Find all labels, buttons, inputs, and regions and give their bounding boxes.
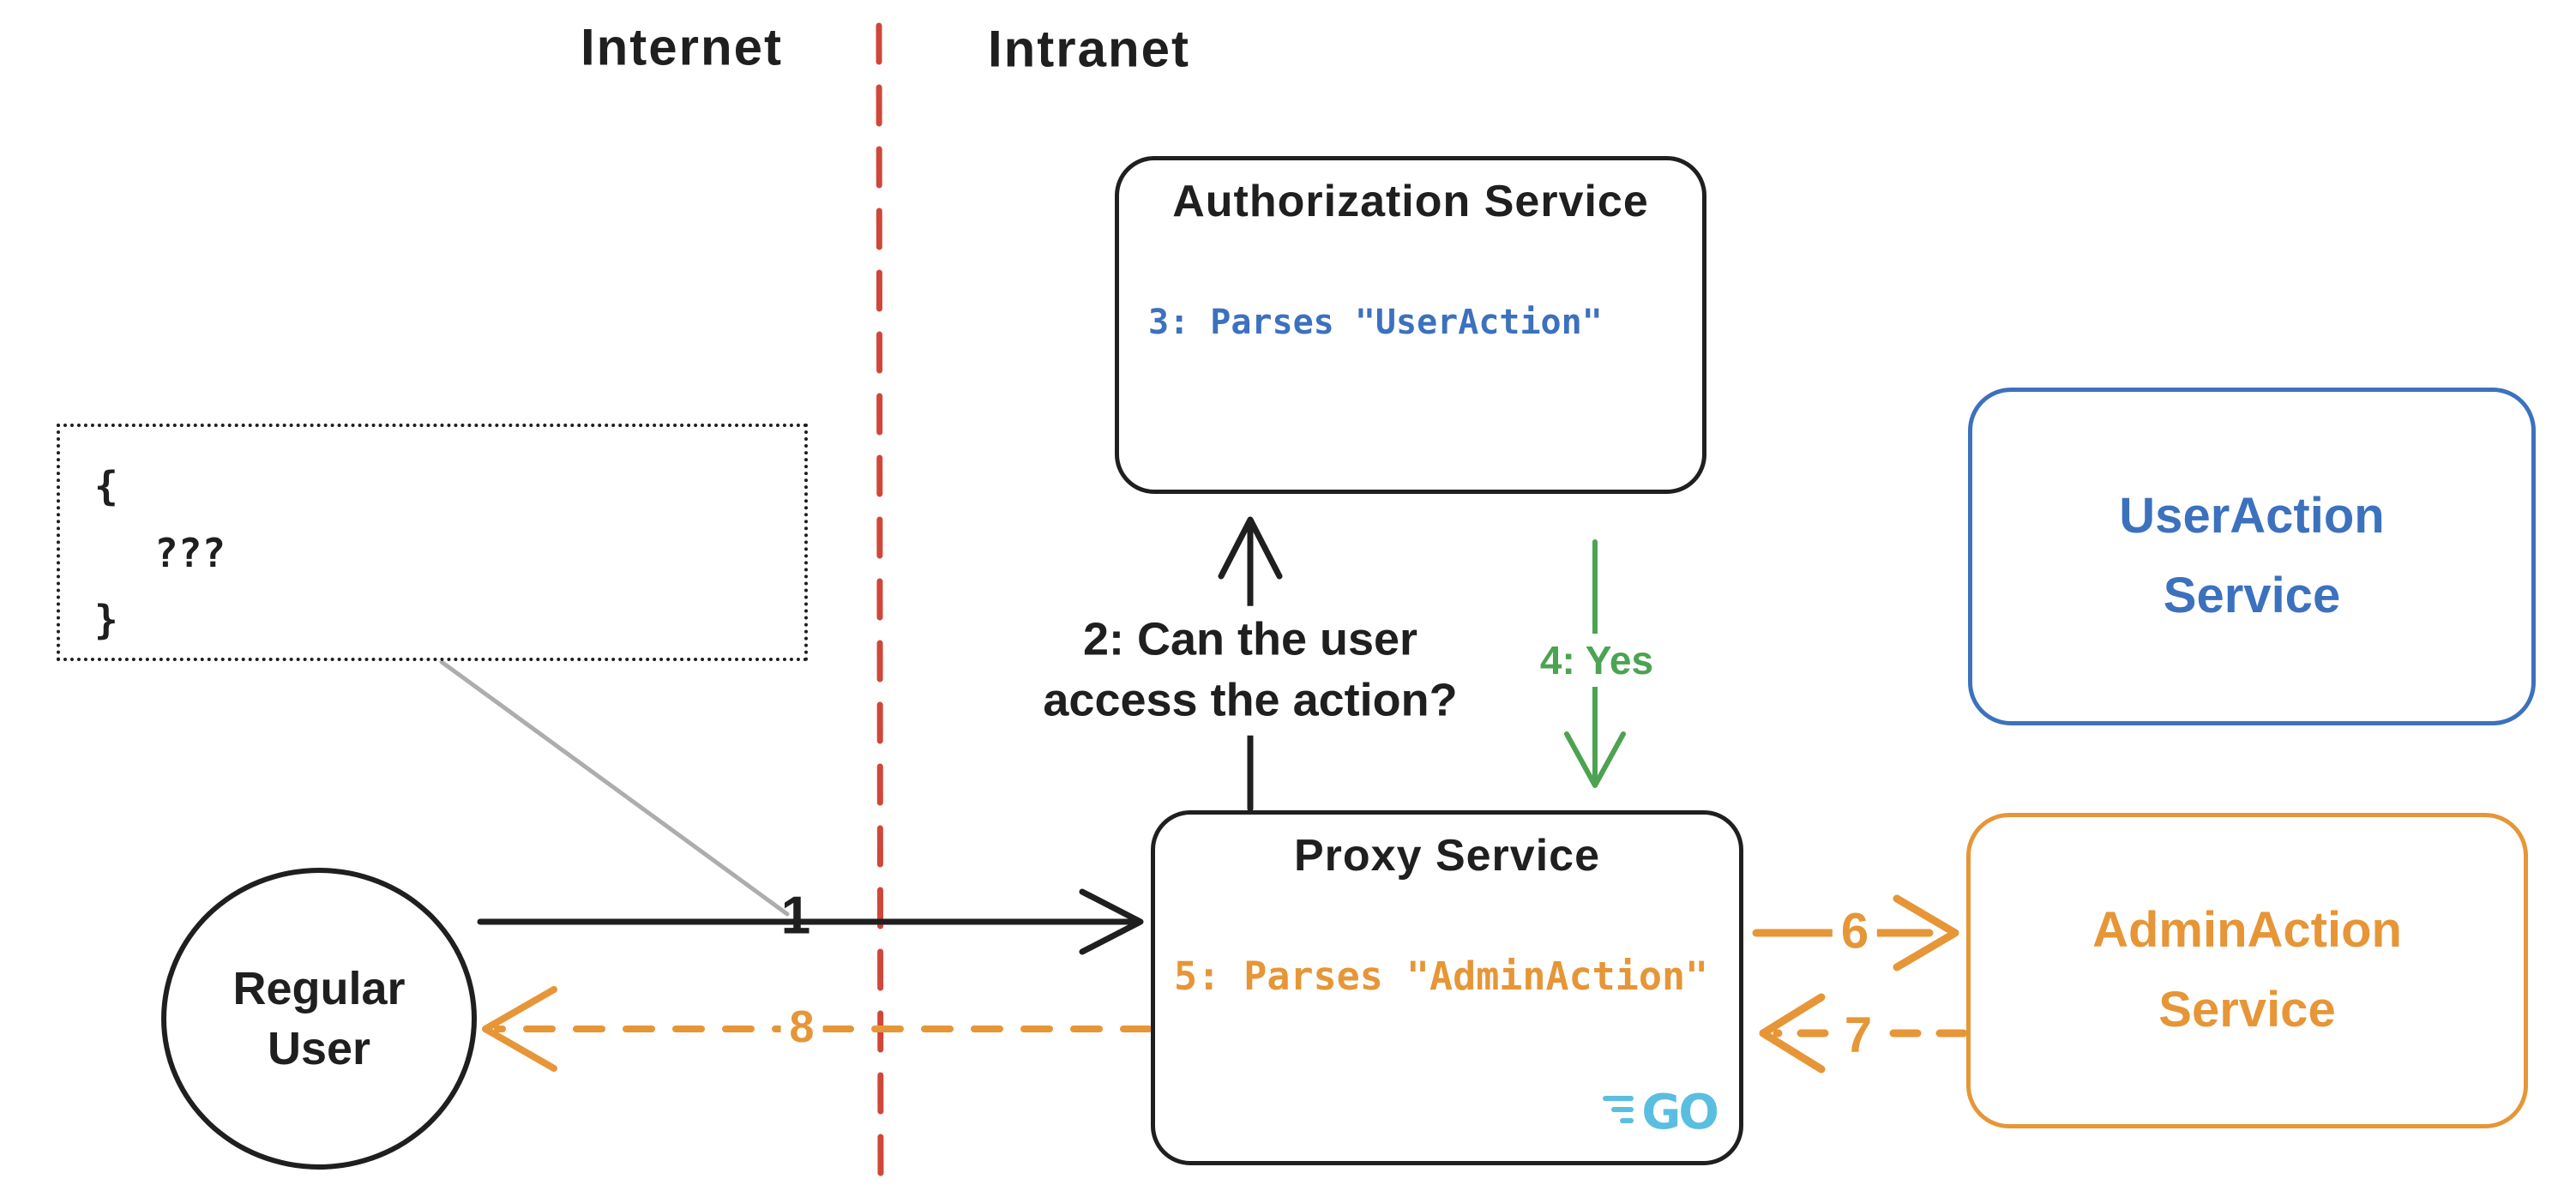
- arrow-2-label: 2: Can the user access the action?: [1029, 605, 1472, 736]
- authorization-step3-note: 3: Parses "UserAction": [1148, 303, 1603, 342]
- adminaction-service-title-line1: AdminAction: [2092, 902, 2402, 959]
- proxy-step5-note: 5: Parses "AdminAction": [1174, 953, 1709, 999]
- zone-divider-line: [876, 22, 884, 1185]
- arrow-7-label: 7: [1833, 1006, 1883, 1064]
- arrow-6-head: [1893, 894, 1959, 971]
- arrow-7-head: [1759, 993, 1826, 1074]
- authorization-service-box: Authorization Service 3: Parses "UserAct…: [1115, 156, 1706, 494]
- proxy-service-title: Proxy Service: [1293, 831, 1601, 881]
- go-logo-text: GO: [1641, 1085, 1719, 1140]
- arrow-2-label-line1: 2: Can the user: [1082, 613, 1418, 665]
- arrow-2-head: [1218, 516, 1283, 580]
- useraction-service-title-line1: UserAction: [2119, 488, 2385, 544]
- arrow-4-head: [1564, 731, 1626, 788]
- arrow-1-head: [1079, 888, 1144, 955]
- regular-user-label-line2: User: [267, 1023, 371, 1074]
- adminaction-service-title-line2: Service: [2158, 982, 2336, 1038]
- arrow-8-label: 8: [780, 1002, 823, 1053]
- arrow-4-label: 4: Yes: [1529, 634, 1664, 687]
- arrow-8-head: [482, 986, 557, 1072]
- adminaction-service-box: AdminAction Service: [1966, 813, 2528, 1128]
- payload-note-line: {: [94, 463, 118, 509]
- go-logo: GO: [1603, 1085, 1719, 1140]
- arrow-2-label-line2: access the action?: [1043, 675, 1458, 726]
- arrow-1-label: 1: [780, 886, 811, 946]
- arrow-6-label: 6: [1832, 902, 1878, 960]
- payload-note-line: ???: [154, 530, 226, 576]
- note-connector-line: [439, 659, 790, 917]
- authorization-service-title: Authorization Service: [1172, 177, 1649, 226]
- useraction-service-box: UserAction Service: [1968, 388, 2536, 725]
- go-logo-speed-lines: [1603, 1095, 1634, 1123]
- zone-label-internet: Internet: [580, 18, 784, 76]
- useraction-service-title-line2: Service: [2163, 568, 2341, 623]
- zone-label-intranet: Intranet: [987, 20, 1191, 78]
- payload-note: { ??? }: [57, 424, 808, 661]
- proxy-service-box: Proxy Service 5: Parses "AdminAction" GO: [1151, 810, 1743, 1165]
- payload-note-line: }: [94, 597, 118, 643]
- regular-user-node: Regular User: [161, 868, 477, 1170]
- regular-user-label-line1: Regular: [232, 962, 406, 1014]
